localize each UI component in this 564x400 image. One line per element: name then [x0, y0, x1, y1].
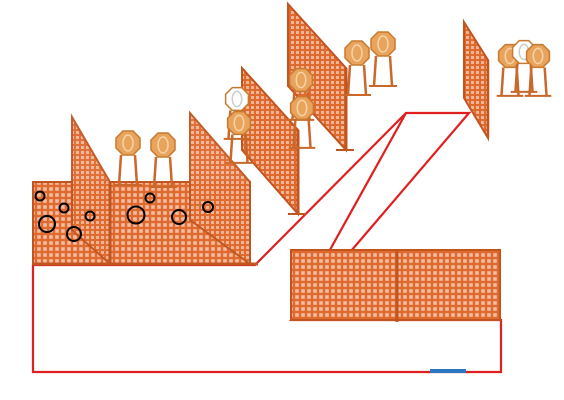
steel-plate-target-icon	[524, 43, 552, 97]
steel-ring-icon	[84, 210, 96, 222]
steel-ring-icon	[171, 209, 187, 225]
right-low-barrier	[290, 249, 501, 322]
steel-plate-target-icon	[369, 31, 397, 87]
targets-group	[114, 31, 552, 188]
far-right-wall	[463, 18, 490, 142]
steel-ring-icon	[144, 192, 156, 204]
steel-ring-icon	[202, 201, 214, 213]
steel-ring-icon	[66, 226, 82, 242]
steel-plate-target-icon	[343, 40, 371, 96]
steel-ring-icon	[34, 190, 46, 202]
front-wall-left	[32, 110, 258, 267]
steel-plate-target-icon	[225, 110, 253, 164]
steel-plate-target-icon	[288, 95, 316, 149]
steel-rings	[34, 190, 214, 242]
steel-plate-target-icon	[114, 130, 142, 186]
steel-ring-icon	[126, 205, 146, 225]
steel-ring-icon	[58, 202, 70, 214]
steel-plate-target-icon	[149, 132, 177, 188]
steel-ring-icon	[38, 215, 56, 233]
